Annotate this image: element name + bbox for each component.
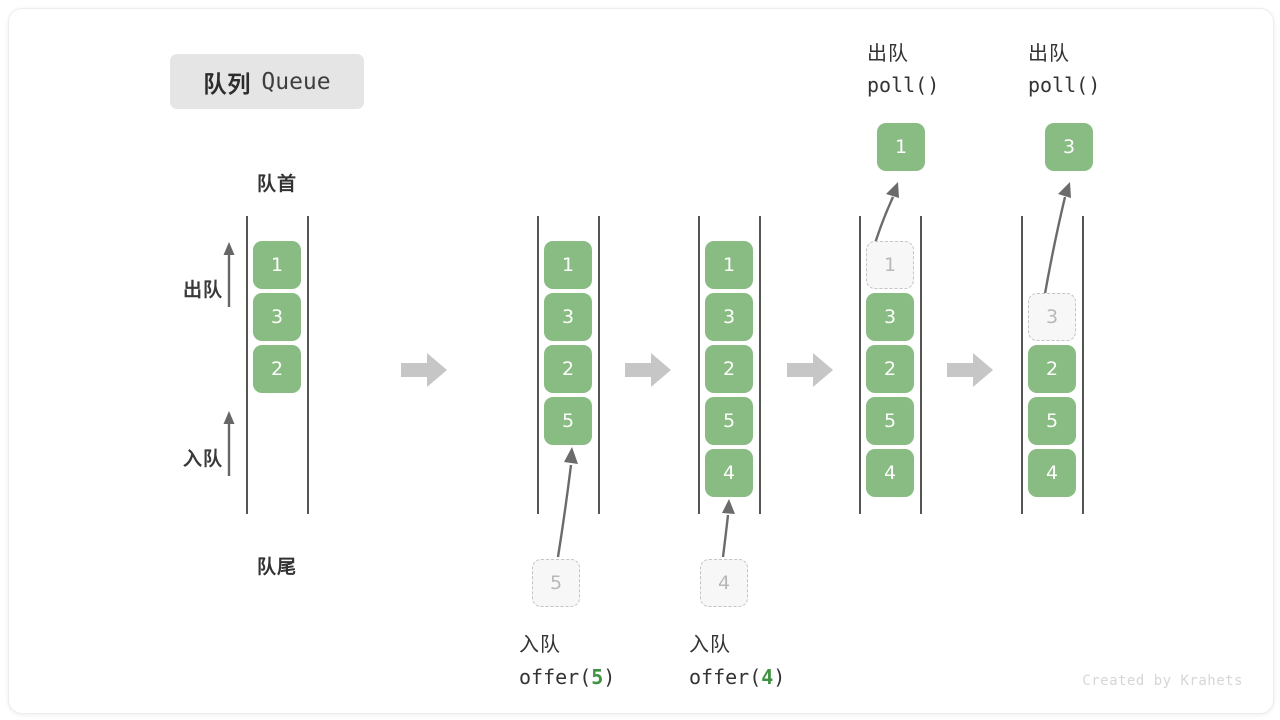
queue-rail-left: [1021, 216, 1023, 514]
queue-rail-right: [307, 216, 309, 514]
caption-code: poll(): [867, 73, 940, 97]
enqueue-direction-arrow-icon: [223, 411, 235, 476]
queue-element-removed: 1: [866, 241, 914, 289]
dequeue-direction-arrow-icon: [223, 242, 235, 307]
queue-rail-right: [1082, 216, 1084, 514]
enqueue-motion-arrow-icon: [721, 499, 735, 558]
diagram-canvas: 队列 Queue 队首 队尾 出队 入队 1 3 2 1 3 2 5 5: [8, 8, 1274, 714]
caption-chinese: 入队: [689, 634, 731, 656]
queue-element: 5: [705, 397, 753, 445]
enqueue-side-label: 入队: [182, 449, 223, 470]
popped-element: 3: [1045, 123, 1093, 171]
step-caption-offer-5: 入队 offer(5): [519, 629, 719, 693]
code-prefix: offer(: [689, 665, 762, 689]
caption-code: offer(5): [519, 661, 719, 693]
queue-rail-left: [246, 216, 248, 514]
queue-element: 3: [705, 293, 753, 341]
queue-element: 4: [866, 449, 914, 497]
queue-element: 2: [1028, 345, 1076, 393]
queue-head-label: 队首: [256, 174, 297, 195]
popped-element: 1: [877, 123, 925, 171]
queue-element: 2: [544, 345, 592, 393]
queue-element: 1: [544, 241, 592, 289]
queue-element-new: 4: [705, 449, 753, 497]
queue-element: 2: [705, 345, 753, 393]
step-arrow-icon: [401, 353, 447, 387]
step-arrow-icon: [947, 353, 993, 387]
queue-tail-label: 队尾: [256, 557, 297, 578]
step-arrow-icon: [625, 353, 671, 387]
queue-rail-right: [920, 216, 922, 514]
queue-element: 3: [866, 293, 914, 341]
queue-element: 3: [544, 293, 592, 341]
queue-element: 1: [253, 241, 301, 289]
diagram-title-badge: 队列 Queue: [170, 54, 364, 109]
step-caption-offer-4: 入队 offer(4): [689, 629, 889, 693]
queue-element-removed: 3: [1028, 293, 1076, 341]
queue-rail-left: [698, 216, 700, 514]
queue-rail-left: [859, 216, 861, 514]
title-english: Queue: [261, 68, 331, 95]
caption-chinese: 入队: [519, 634, 561, 656]
queue-element: 5: [866, 397, 914, 445]
dequeue-side-label: 出队: [182, 280, 223, 301]
queue-element: 2: [866, 345, 914, 393]
dequeue-motion-arrow-icon: [1041, 182, 1071, 306]
step-arrow-icon: [787, 353, 833, 387]
queue-element: 4: [1028, 449, 1076, 497]
queue-rail-right: [759, 216, 761, 514]
queue-element: 5: [1028, 397, 1076, 445]
step-caption-poll-1: 出队 poll(): [867, 39, 1067, 101]
watermark-credit: Created by Krahets: [1082, 673, 1243, 689]
queue-rail-left: [537, 216, 539, 514]
queue-element-new: 5: [544, 397, 592, 445]
code-arg: 5: [591, 665, 604, 689]
code-arg: 4: [761, 665, 774, 689]
title-chinese: 队列: [203, 70, 252, 97]
caption-chinese: 出队: [867, 43, 909, 65]
queue-element: 2: [253, 345, 301, 393]
caption-code: poll(): [1028, 73, 1101, 97]
incoming-element-ghost: 4: [700, 559, 748, 607]
queue-element: 1: [705, 241, 753, 289]
caption-chinese: 出队: [1028, 43, 1070, 65]
code-suffix: ): [603, 665, 616, 689]
caption-code: offer(4): [689, 661, 889, 693]
step-caption-poll-3: 出队 poll(): [1028, 39, 1228, 101]
code-suffix: ): [773, 665, 786, 689]
incoming-element-ghost: 5: [532, 559, 580, 607]
queue-element: 3: [253, 293, 301, 341]
code-prefix: offer(: [519, 665, 592, 689]
queue-rail-right: [598, 216, 600, 514]
enqueue-motion-arrow-icon: [556, 447, 578, 558]
